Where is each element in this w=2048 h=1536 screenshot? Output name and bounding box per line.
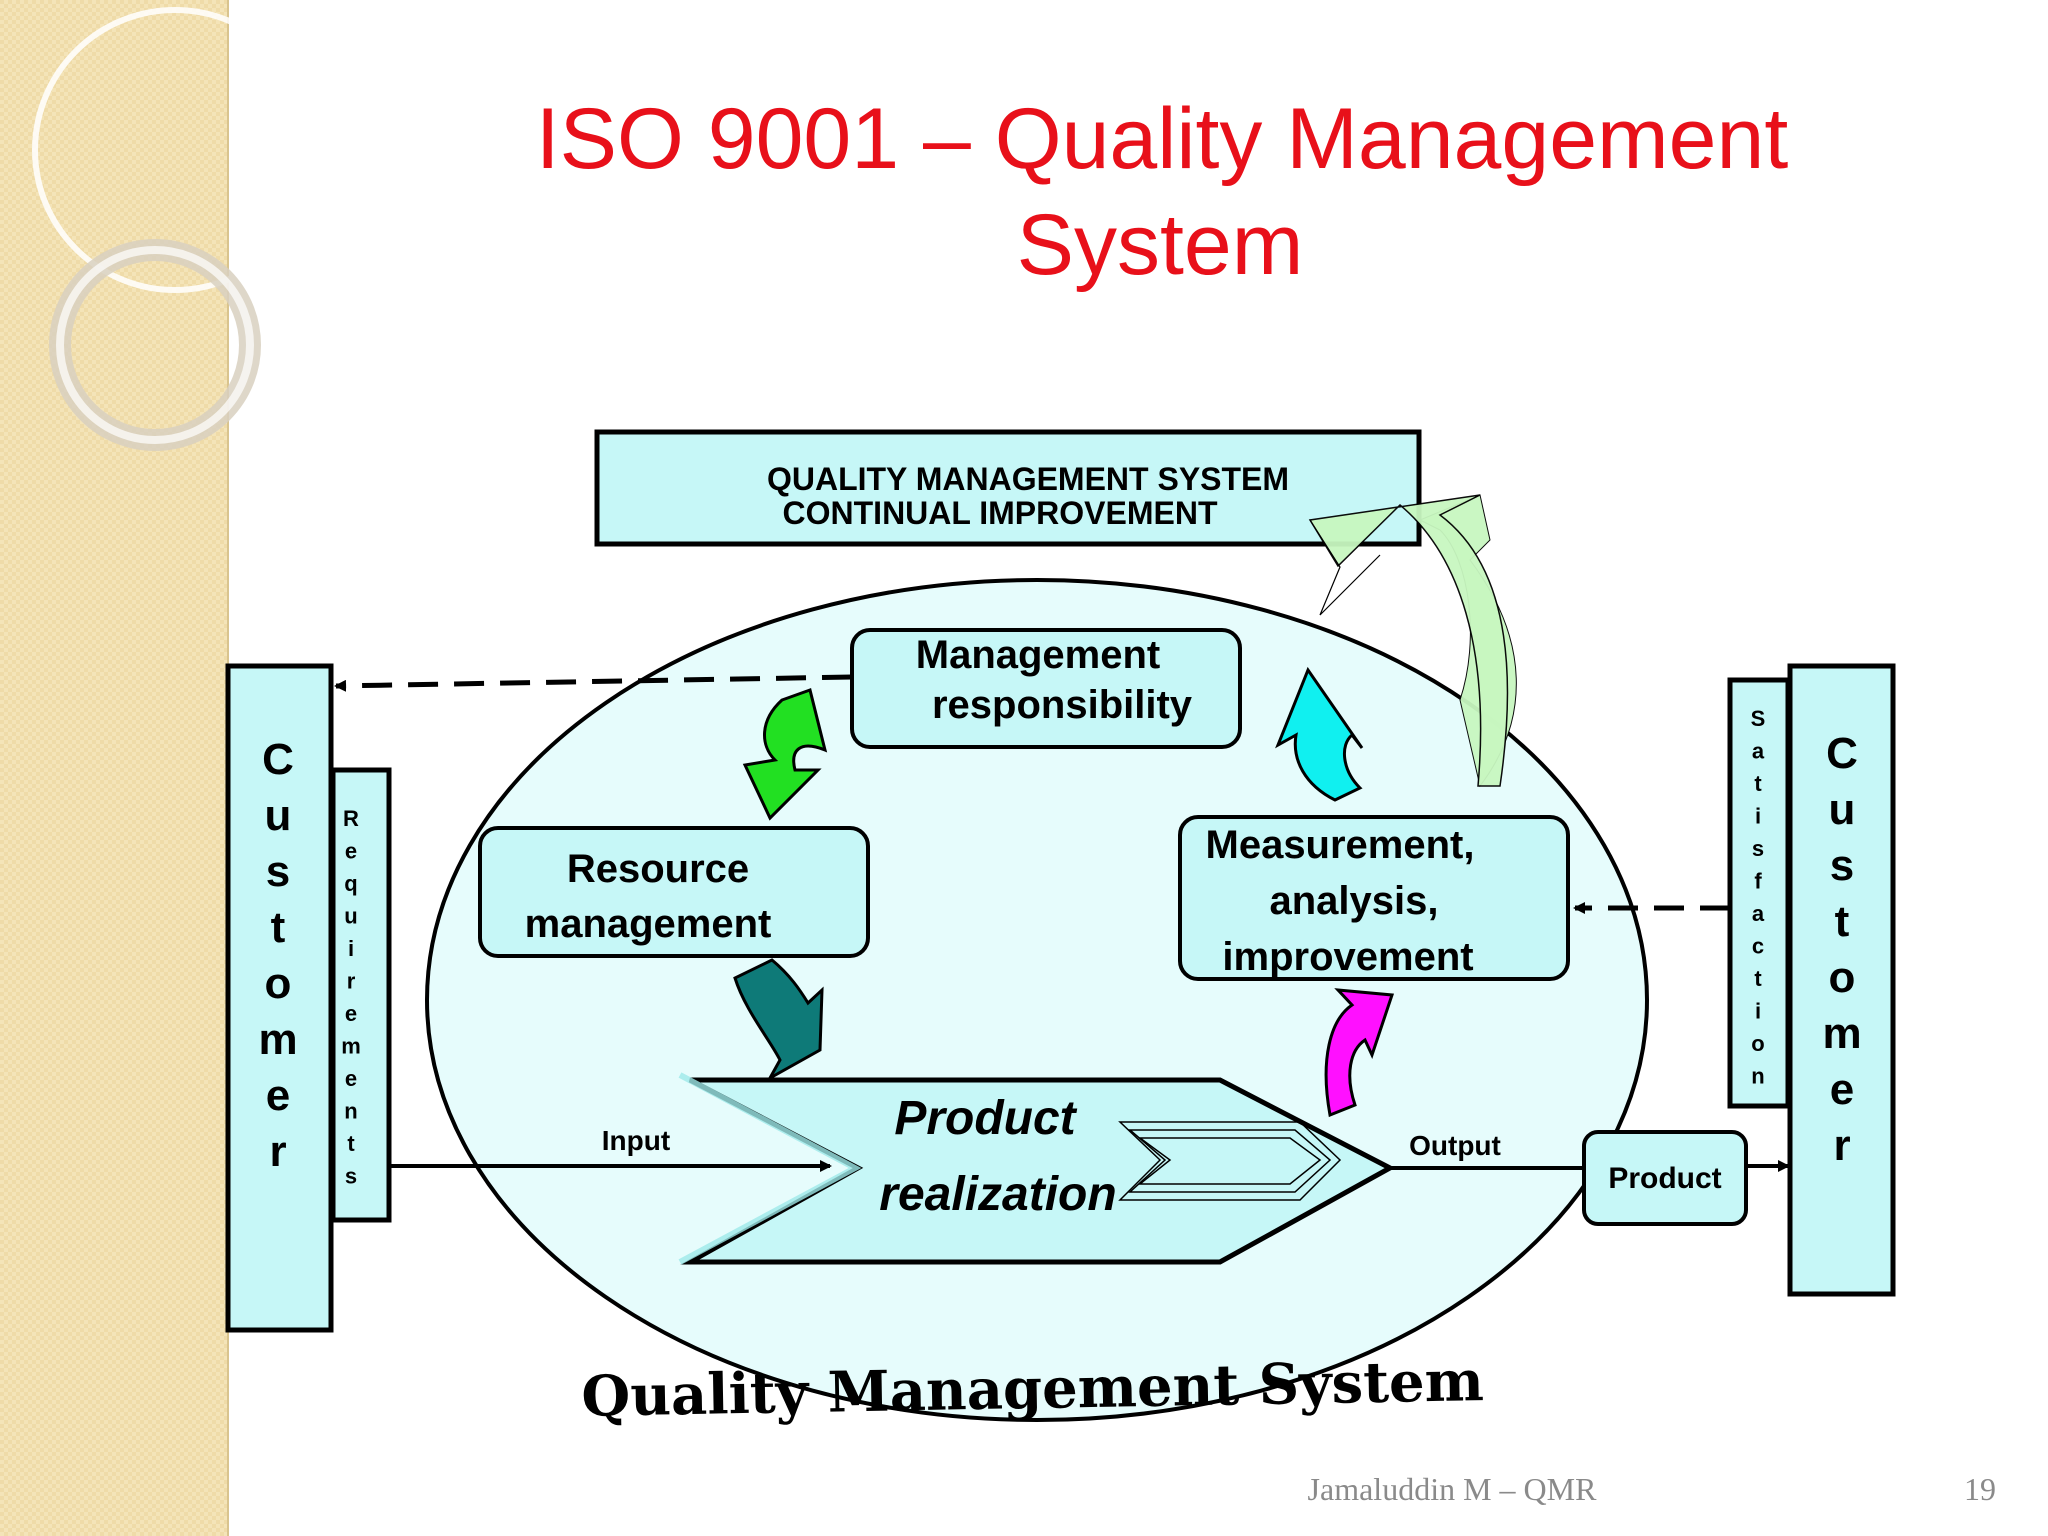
satisfaction-letter: a bbox=[1752, 739, 1765, 764]
measurement-line-2: analysis, bbox=[1269, 879, 1438, 923]
customer-left-letter: o bbox=[265, 959, 292, 1008]
requirements-letter: n bbox=[344, 1099, 357, 1124]
requirements-letter: u bbox=[344, 904, 357, 929]
product-realization-line-2: realization bbox=[879, 1168, 1116, 1221]
top-box-line-2: CONTINUAL IMPROVEMENT bbox=[783, 495, 1218, 531]
input-label: Input bbox=[602, 1125, 670, 1156]
resource-line-1: Resource bbox=[567, 847, 749, 891]
resource-management-box: Resource management bbox=[478, 826, 870, 958]
requirements-letter: m bbox=[341, 1034, 361, 1059]
requirements-letter: e bbox=[345, 839, 357, 864]
satisfaction-letter: c bbox=[1752, 934, 1764, 959]
satisfaction-box bbox=[1727, 677, 1791, 1109]
satisfaction-letter: i bbox=[1755, 804, 1761, 829]
teal-arrow-icon bbox=[733, 958, 824, 1082]
requirements-letter: s bbox=[345, 1164, 357, 1189]
requirements-letter: R bbox=[343, 806, 359, 831]
measurement-line-3: improvement bbox=[1222, 935, 1473, 979]
diagram-caption: Quality Management System bbox=[581, 1348, 1485, 1430]
satisfaction-letter: i bbox=[1755, 999, 1761, 1024]
decorative-sidebar bbox=[0, 0, 318, 1536]
magenta-arrow-icon bbox=[1324, 988, 1395, 1118]
dashed-arrow-to-customer bbox=[334, 674, 853, 692]
customer-right-letter: t bbox=[1835, 897, 1850, 946]
customer-right-letter: C bbox=[1826, 729, 1858, 778]
customer-left-letter: m bbox=[258, 1015, 297, 1064]
customer-left-box bbox=[225, 663, 334, 1333]
customer-right-letter: r bbox=[1833, 1121, 1850, 1170]
requirements-letter: i bbox=[348, 936, 354, 961]
customer-right-box bbox=[1787, 663, 1896, 1297]
customer-left-letter: e bbox=[266, 1071, 290, 1120]
requirements-box bbox=[330, 767, 392, 1223]
satisfaction-letter: t bbox=[1754, 966, 1762, 991]
satisfaction-letter: t bbox=[1754, 771, 1762, 796]
customer-right-letter: u bbox=[1829, 785, 1856, 834]
slide-title-line-2: System bbox=[1017, 197, 1304, 293]
customer-right-letter: e bbox=[1830, 1065, 1854, 1114]
requirements-letter: q bbox=[344, 871, 357, 896]
measurement-line-1: Measurement, bbox=[1206, 823, 1475, 867]
output-label: Output bbox=[1409, 1130, 1501, 1161]
management-responsibility-box: Management responsibility bbox=[850, 628, 1242, 749]
resource-line-2: management bbox=[525, 902, 772, 946]
requirements-letter: t bbox=[347, 1131, 355, 1156]
requirements-letter: e bbox=[345, 1066, 357, 1091]
satisfaction-letter: o bbox=[1751, 1031, 1764, 1056]
continual-improvement-box: QUALITY MANAGEMENT SYSTEM CONTINUAL IMPR… bbox=[594, 429, 1422, 547]
green-arrow-icon bbox=[742, 688, 828, 821]
product-label: Product bbox=[1608, 1162, 1721, 1195]
satisfaction-letter: f bbox=[1754, 869, 1762, 894]
chevron-icon bbox=[1118, 1121, 1342, 1201]
decorative-ring-large bbox=[32, 7, 318, 293]
customer-right-letter: m bbox=[1822, 1009, 1861, 1058]
measurement-analysis-box: Measurement, analysis, improvement bbox=[1178, 815, 1570, 981]
customer-left-letter: s bbox=[266, 847, 290, 896]
management-line-2: responsibility bbox=[932, 683, 1193, 727]
top-box-line-1: QUALITY MANAGEMENT SYSTEM bbox=[767, 461, 1289, 497]
satisfaction-letter: a bbox=[1752, 901, 1765, 926]
satisfaction-letter: n bbox=[1751, 1064, 1764, 1089]
product-realization-shape: Product realization bbox=[678, 1072, 1396, 1265]
management-line-1: Management bbox=[916, 633, 1161, 677]
improvement-arrow-head-icon bbox=[1308, 494, 1509, 787]
cyan-arrow-icon bbox=[1275, 666, 1364, 802]
product-realization-line-1: Product bbox=[894, 1092, 1077, 1145]
page-number: 19 bbox=[1964, 1471, 1996, 1507]
customer-right-letter: s bbox=[1830, 841, 1854, 890]
requirements-letter: r bbox=[347, 969, 356, 994]
footer-author: Jamaluddin M – QMR bbox=[1308, 1471, 1598, 1507]
customer-left-letter: r bbox=[269, 1127, 286, 1176]
satisfaction-letter: S bbox=[1751, 706, 1766, 731]
requirements-letter: e bbox=[345, 1001, 357, 1026]
slide-title-line-1: ISO 9001 – Quality Management bbox=[536, 91, 1789, 187]
satisfaction-letter: s bbox=[1752, 836, 1764, 861]
customer-left-letter: u bbox=[265, 791, 292, 840]
customer-left-letter: C bbox=[262, 735, 294, 784]
customer-right-letter: o bbox=[1829, 953, 1856, 1002]
customer-left-letter: t bbox=[271, 903, 286, 952]
product-box bbox=[1582, 1130, 1748, 1226]
